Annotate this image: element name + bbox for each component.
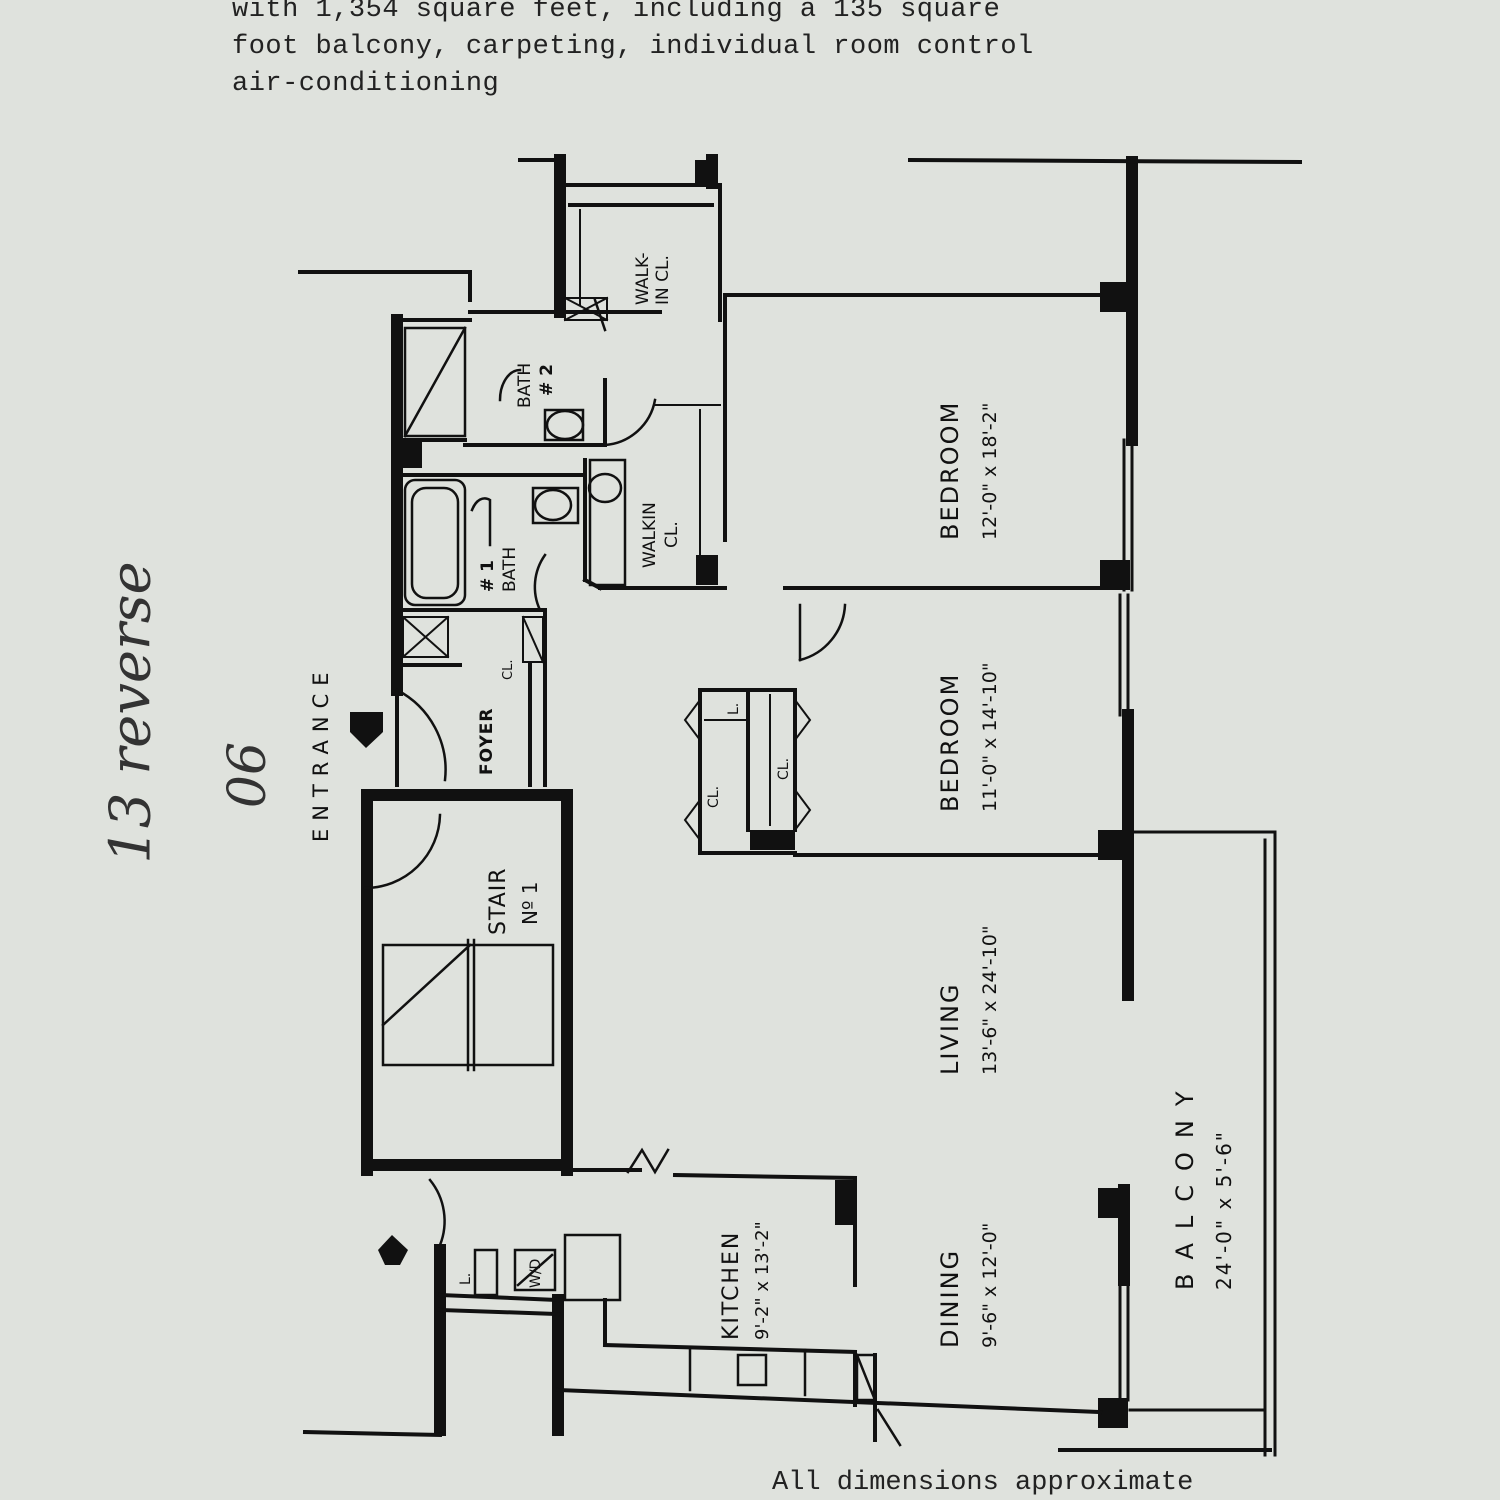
balcony-name: BALCONY — [1171, 1077, 1199, 1290]
closet-a-label: CL. — [706, 786, 722, 808]
dimensions-note: All dimensions approximate — [772, 1468, 1194, 1498]
room-labels: WALK- IN CL. BATH # 2 # 1 BATH WALKIN CL… — [309, 253, 1236, 1348]
bedroom-2-dims: 11'-0" x 14'-10" — [979, 662, 1001, 812]
bath-1-number: # 1 — [478, 560, 498, 592]
foyer-closet-label: CL. — [501, 660, 516, 680]
dining-dims: 9'-6" x 12'-0" — [979, 1223, 1001, 1348]
description-line-1: with 1,354 square feet, including a 135 … — [232, 0, 1001, 25]
balcony-dims: 24'-0" x 5'-6" — [1212, 1130, 1236, 1290]
bath-2-number: # 2 — [537, 364, 557, 396]
description-line-3: air-conditioning — [232, 69, 500, 99]
bath-1-label: BATH — [500, 547, 520, 592]
bath-fixtures — [403, 326, 627, 607]
dining-name: DINING — [936, 1249, 964, 1348]
foyer-label: FOYER — [477, 708, 497, 775]
kitchen-fixtures — [473, 1233, 902, 1447]
stair-treads — [381, 938, 555, 1072]
description-line-2: foot balcony, carpeting, individual room… — [232, 32, 1034, 62]
closet-b-label: CL. — [776, 758, 792, 780]
closet-shelves — [401, 209, 812, 842]
entrance-arrows — [350, 712, 408, 1265]
plan-description: with 1,354 square feet, including a 135 … — [232, 0, 1132, 103]
kitchen-dims: 9'-2" x 13'-2" — [752, 1221, 773, 1340]
door-swings — [363, 298, 847, 1247]
stair-number: Nº 1 — [518, 882, 542, 925]
walkin-closet-label-2: IN CL. — [653, 255, 673, 305]
living-name: LIVING — [936, 983, 964, 1076]
washer-dryer-label: W/D — [528, 1259, 544, 1288]
stair-label: STAIR — [486, 867, 511, 935]
bedroom-1-name: BEDROOM — [936, 401, 964, 540]
bath-2-label: BATH — [515, 363, 535, 408]
kitchen-name: KITCHEN — [719, 1231, 744, 1340]
walkin-closet-2-label-1: WALKIN — [640, 502, 660, 568]
bedroom-2-name: BEDROOM — [936, 673, 964, 812]
linen-closet-label: L. — [458, 1273, 474, 1285]
walkin-closet-label-1: WALK- — [633, 253, 653, 305]
entrance-label: ENTRANCE — [309, 664, 333, 842]
bedroom-1-dims: 12'-0" x 18'-2" — [979, 403, 1001, 541]
structural-columns — [400, 160, 1130, 1428]
closet-c-label: L. — [726, 703, 742, 715]
balcony-outline — [1128, 830, 1277, 1457]
living-dims: 13'-6" x 24'-10" — [979, 925, 1001, 1075]
walkin-closet-2-label-2: CL. — [662, 521, 682, 548]
